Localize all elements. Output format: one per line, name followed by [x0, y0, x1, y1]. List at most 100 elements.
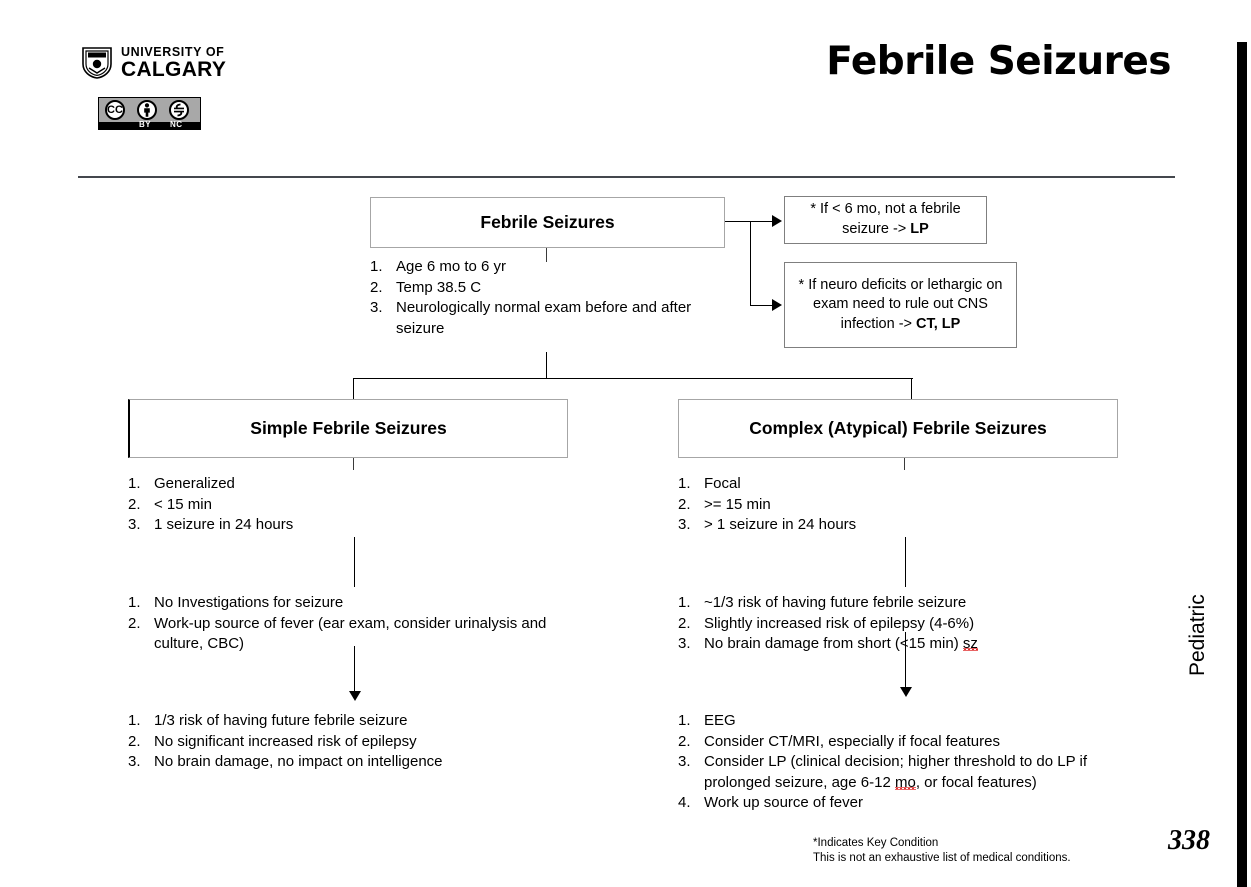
list-item: 2. >= 15 min [678, 495, 1138, 516]
university-line1: UNIVERSITY OF [121, 44, 225, 59]
list-text: No brain damage, no impact on intelligen… [154, 753, 443, 770]
list-item: 1. ~1/3 risk of having future febrile sei… [678, 593, 1148, 614]
note-text: * If neuro deficits or lethargic on exam… [793, 276, 1008, 335]
list-text: >= 15 min [704, 495, 771, 513]
list-number: 3. [678, 635, 691, 652]
connector-to-note-1 [750, 221, 774, 222]
list-number: 3. [370, 299, 383, 316]
note-text-bold: CT, LP [916, 315, 961, 332]
note-text-plain: * If < 6 mo, not a febrile seizure -> [810, 201, 961, 237]
page-number: 338 [1168, 825, 1210, 856]
note-box-under-6-months[interactable]: * If < 6 mo, not a febrile seizure -> LP [784, 196, 987, 244]
list-item: 2.Work-up source of fever (ear exam, con… [128, 614, 588, 655]
list-text: No significant increased risk of epileps… [154, 732, 417, 750]
header-divider [78, 176, 1175, 178]
complex-criteria-list: 1.Focal 2. >= 15 min 3. > 1 seizure in 24 … [678, 474, 1138, 536]
note-text: * If < 6 mo, not a febrile seizure -> LP [793, 200, 978, 239]
list-number: 3. [128, 516, 141, 533]
list-number: 2. [370, 278, 383, 296]
management-text-head: Consider LP (clinical decision; higher t… [704, 753, 1087, 791]
cc-nc-label: NC [170, 120, 183, 129]
connector-split-horizontal [353, 378, 913, 379]
list-text: No Investigations for seizure [154, 594, 344, 611]
flow-box-febrile-seizures[interactable]: Febrile Seizures [370, 197, 725, 248]
complex-outcomes-list: 1. ~1/3 risk of having future febrile sei… [678, 593, 1148, 655]
arrowhead-note-1-icon [772, 215, 782, 227]
connector-simple-criteria-to-management [354, 537, 355, 587]
list-item: 1.1/3 risk of having future febrile seiz… [128, 711, 588, 732]
list-item: 1.No Investigations for seizure [128, 593, 588, 614]
management-text-tail: , or focal features) [915, 773, 1037, 791]
simple-criteria-list: 1. Generalized 2. < 15 min 3.1 seizure in … [128, 474, 578, 536]
note-text-bold: LP [910, 221, 929, 237]
list-item: 2. < 15 min [128, 495, 578, 516]
calgary-shield-icon [82, 47, 112, 79]
list-item: 2. Temp 38.5 C [370, 278, 700, 299]
university-wordmark: UNIVERSITY OF CALGARY [121, 46, 226, 81]
list-number: 1. [370, 258, 383, 275]
list-item: 3.No brain damage, no impact on intellig… [128, 752, 588, 773]
note-box-neuro-deficits[interactable]: * If neuro deficits or lethargic on exam… [784, 262, 1017, 348]
list-number: 1. [128, 475, 141, 492]
list-text: > 1 seizure in 24 hours [704, 516, 857, 533]
list-item: 1.Focal [678, 474, 1138, 495]
list-number: 3. [678, 516, 691, 533]
list-text: 1/3 risk of having future febrile seizur… [154, 712, 408, 729]
footnote: *Indicates Key Condition This is not an … [813, 836, 1071, 865]
list-item: 1. Generalized [128, 474, 578, 495]
simple-outcomes-list: 1.1/3 risk of having future febrile seiz… [128, 711, 588, 773]
arrowhead-simple-outcomes-icon [349, 691, 361, 701]
root-criteria-list: 1.Age 6 mo to 6 yr 2.Temp 38.5 C 3.Neuro… [370, 257, 700, 339]
list-item: 4. Work up source of fever [678, 793, 1148, 814]
connector-complex-to-criteria [904, 458, 905, 470]
flow-box-title: Febrile Seizures [480, 212, 615, 232]
list-text: < 15 min [154, 495, 212, 513]
simple-management-list: 1.No Investigations for seizure 2.Work-u… [128, 593, 588, 655]
list-text: Generalized [154, 475, 235, 492]
connector-simple-management-to-outcomes [354, 646, 355, 694]
university-line2: CALGARY [121, 58, 227, 82]
cc-glyph: CC [107, 103, 123, 116]
list-text: EEG [704, 712, 736, 729]
list-item: 1. EEG [678, 711, 1148, 732]
page-title: Febrile Seizures [826, 39, 1171, 84]
list-number: 2. [128, 495, 141, 513]
list-text: Temp 38.5 C [396, 278, 482, 296]
connector-notes-spine [750, 221, 751, 305]
list-number: 4. [678, 794, 691, 811]
connector-complex-outcomes-to-management [905, 632, 906, 690]
spellcheck-word: sz [962, 635, 978, 652]
list-text: Work-up source of fever (ear exam, consi… [154, 614, 547, 653]
list-text: ~1/3 risk of having future febrile seizu… [704, 594, 967, 611]
list-number: 2. [678, 495, 691, 513]
creative-commons-badge: CC BY NC [98, 97, 201, 130]
list-text: Slightly increased risk of epilepsy (4-6… [704, 614, 975, 632]
list-text: No brain damage from short (<15 min) sz [704, 634, 1148, 655]
connector-root-to-notes-stub [725, 221, 751, 222]
list-number: 2. [678, 614, 691, 632]
list-item: 1. Age 6 mo to 6 yr [370, 257, 700, 278]
section-label-pediatric: Pediatric [1186, 594, 1209, 676]
list-item: 3.Consider LP (clinical decision; higher… [678, 752, 1148, 793]
list-number: 1. [678, 594, 691, 611]
list-item: 3.1 seizure in 24 hours [128, 515, 578, 536]
connector-split-left-drop [353, 378, 354, 399]
flow-box-title: Complex (Atypical) Febrile Seizures [749, 418, 1047, 438]
cc-icon: CC [105, 100, 125, 120]
connector-root-to-criteria [546, 248, 547, 262]
list-number: 2. [678, 732, 691, 750]
note-text-plain: * If neuro deficits or lethargic on exam… [798, 276, 1003, 332]
footnote-line2: This is not an exhaustive list of medica… [813, 851, 1071, 864]
connector-to-note-2 [750, 305, 774, 306]
list-text: Work up source of fever [704, 794, 863, 811]
list-text: Age 6 mo to 6 yr [396, 258, 507, 275]
flow-box-simple-febrile-seizures[interactable]: Simple Febrile Seizures [128, 399, 568, 458]
list-number: 2. [128, 732, 141, 750]
list-number: 1. [678, 712, 691, 729]
complex-management-list: 1.EEG 2.Consider CT/MRI, especially if f… [678, 711, 1148, 814]
flow-box-complex-febrile-seizures[interactable]: Complex (Atypical) Febrile Seizures [678, 399, 1118, 458]
flow-box-title: Simple Febrile Seizures [250, 418, 447, 438]
arrowhead-complex-management-icon [900, 687, 912, 697]
list-number: 1. [678, 475, 691, 492]
connector-complex-criteria-to-outcomes [905, 537, 906, 587]
